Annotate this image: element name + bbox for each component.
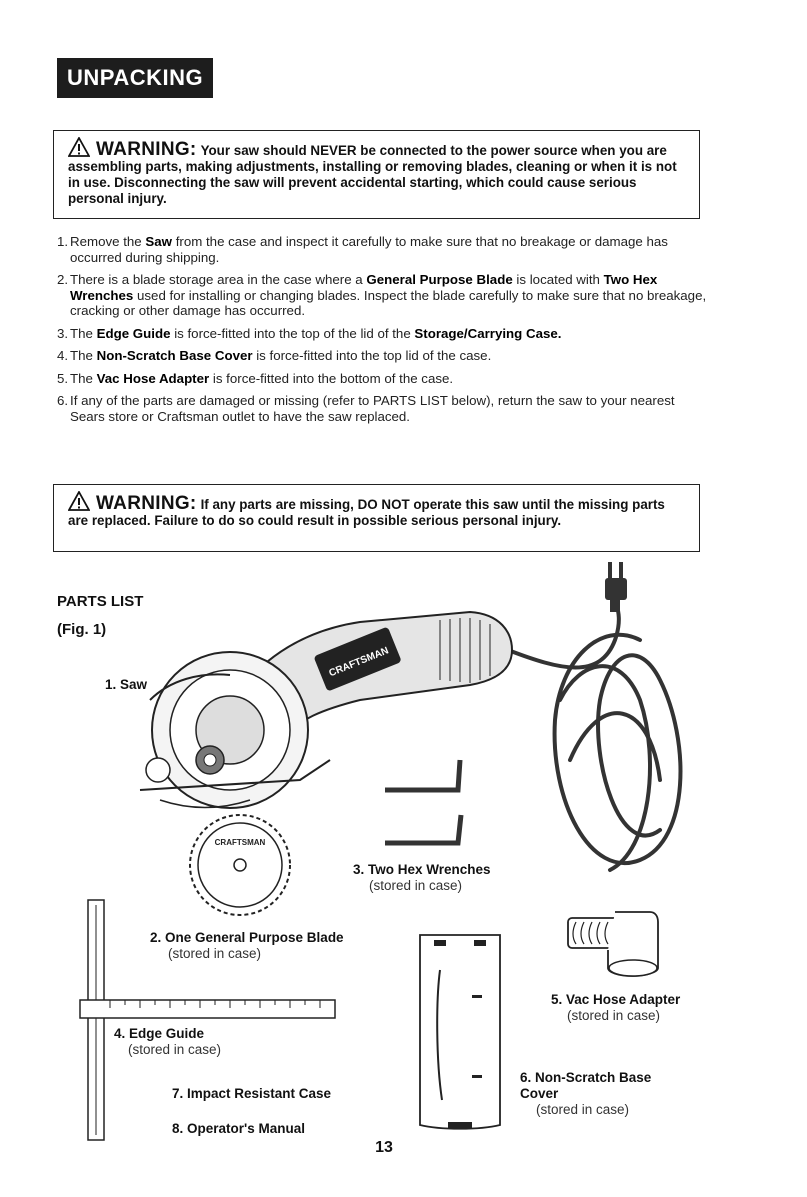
step-bold-term: Two Hex Wrenches	[70, 272, 658, 303]
part-label-saw: 1. Saw	[105, 677, 148, 692]
step-text-run: is force-fitted into the top lid of the …	[252, 348, 492, 363]
step-item: 1.Remove the Saw from the case and inspe…	[57, 234, 707, 265]
step-text-run: is force-fitted into the top of the lid …	[170, 325, 415, 341]
step-bold-term: Storage/Carrying Case.	[414, 325, 562, 341]
page-number: 13	[375, 1139, 393, 1156]
part-label-blade: 2. One General Purpose Blade (stored in …	[150, 930, 344, 961]
saw-illustration: CRAFTSMAN	[139, 610, 514, 809]
warning-heading: WARNING:	[96, 139, 197, 160]
hex-wrench-illustration	[385, 759, 464, 846]
step-number: 2.	[57, 272, 69, 287]
power-plug-icon	[605, 562, 627, 612]
part-label-case: 7. Impact Resistant Case	[172, 1086, 332, 1101]
part-label-vac-hose-adapter: 5. Vac Hose Adapter (stored in case)	[551, 992, 681, 1023]
warning-text: If any parts are missing, DO NOT operate…	[68, 497, 665, 528]
saw-blade-illustration: CRAFTSMAN	[189, 814, 291, 916]
section-title: UNPACKING	[57, 58, 214, 98]
step-text-run: The	[70, 348, 97, 363]
step-bold-term: Saw	[145, 234, 172, 249]
step-text-run: The	[70, 325, 97, 341]
part-label-manual: 8. Operator's Manual	[172, 1121, 305, 1136]
edge-guide-illustration	[79, 899, 336, 1141]
step-item: 2.There is a blade storage area in the c…	[57, 272, 707, 319]
part-label-edge-guide: 4. Edge Guide (stored in case)	[114, 1026, 222, 1057]
step-text: Remove the Saw from the case and inspect…	[70, 234, 707, 265]
blade-hub-label: CRAFTSMAN	[215, 838, 266, 847]
part-label-base-cover: 6. Non-Scratch Base Cover (stored in cas…	[520, 1070, 652, 1117]
step-number: 4.	[57, 348, 69, 363]
warning-box-missing-parts: WARNING:If any parts are missing, DO NOT…	[53, 484, 700, 552]
warning-triangle-icon	[68, 491, 90, 511]
step-number: 1.	[57, 234, 69, 249]
step-text-run: If any of the parts are damaged or missi…	[70, 393, 675, 424]
step-item: 3.The Edge Guide is force-fitted into th…	[57, 326, 707, 342]
step-number: 5.	[57, 370, 69, 386]
warning-heading: WARNING:	[96, 493, 197, 514]
step-number: 6.	[57, 393, 69, 408]
step-bold-term: Non-Scratch Base Cover	[96, 348, 253, 363]
step-text: The Edge Guide is force-fitted into the …	[70, 326, 707, 342]
step-text: There is a blade storage area in the cas…	[70, 272, 707, 319]
step-text-run: is force-fitted into the bottom of the c…	[209, 370, 454, 386]
step-text: The Vac Hose Adapter is force-fitted int…	[70, 371, 707, 387]
vac-hose-adapter-illustration	[567, 911, 659, 977]
step-text: If any of the parts are damaged or missi…	[70, 393, 707, 424]
step-bold-term: Edge Guide	[96, 325, 171, 341]
warning-triangle-icon	[68, 137, 90, 157]
step-text-run: There is a blade storage area in the cas…	[70, 272, 367, 287]
step-bold-term: Vac Hose Adapter	[96, 370, 210, 386]
parts-list-title: PARTS LIST	[57, 593, 144, 610]
warning-box-power: WARNING:Your saw should NEVER be connect…	[53, 130, 700, 219]
figure-reference: (Fig. 1)	[57, 621, 107, 638]
step-text-run: is located with	[512, 272, 604, 287]
step-item: 6.If any of the parts are damaged or mis…	[57, 393, 707, 424]
part-label-hex-wrenches: 3. Two Hex Wrenches (stored in case)	[353, 862, 491, 893]
step-text-run: Remove the	[70, 234, 146, 249]
step-text: The Non-Scratch Base Cover is force-fitt…	[70, 348, 707, 364]
step-number: 3.	[57, 325, 69, 341]
power-cord-illustration	[506, 588, 683, 872]
step-item: 5.The Vac Hose Adapter is force-fitted i…	[57, 371, 707, 387]
unpacking-steps: 1.Remove the Saw from the case and inspe…	[57, 234, 707, 431]
base-cover-illustration	[419, 934, 501, 1130]
step-bold-term: General Purpose Blade	[366, 272, 513, 287]
step-text-run: used for installing or changing blades. …	[70, 287, 707, 319]
warning-text: Your saw should NEVER be connected to th…	[68, 143, 677, 206]
step-text-run: The	[70, 370, 97, 386]
step-text-run: from the case and inspect it carefully t…	[70, 234, 668, 265]
step-item: 4.The Non-Scratch Base Cover is force-fi…	[57, 348, 707, 364]
